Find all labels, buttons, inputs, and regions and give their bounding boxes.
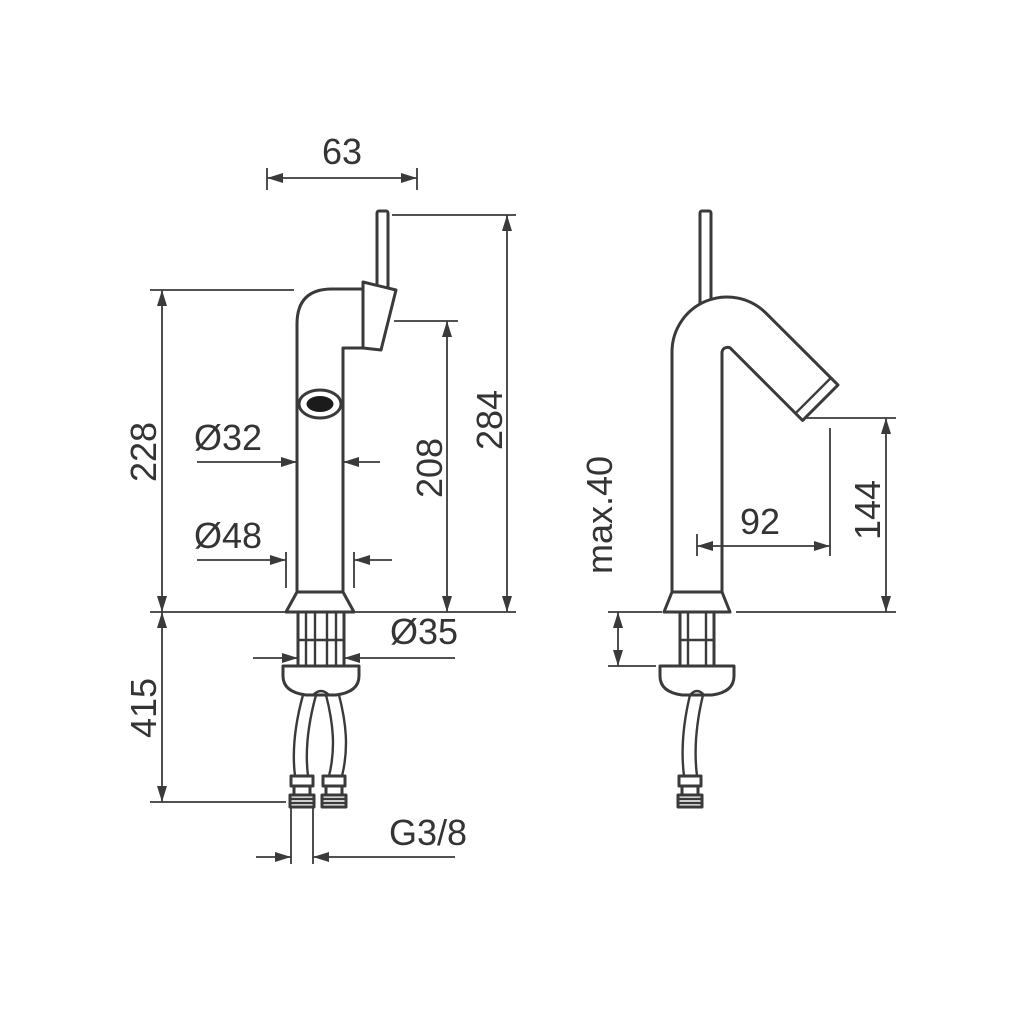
dim-g38-label: G3/8 (389, 812, 467, 853)
dim-415-label: 415 (123, 678, 164, 738)
dim-d32-label: Ø32 (194, 417, 262, 458)
spout-outlet-face (794, 376, 833, 415)
faucet-body-side (670, 295, 840, 594)
dim-228-label: 228 (123, 422, 164, 482)
base-flange-side (662, 590, 732, 614)
hose-connector-right (320, 793, 348, 809)
front-view (281, 209, 398, 809)
dim-d48-label: Ø48 (194, 515, 262, 556)
lever-rod-front (375, 209, 390, 291)
dim-92-label: 92 (740, 501, 780, 542)
dim-144-label: 144 (847, 480, 888, 540)
hose-side-edge (694, 693, 705, 778)
hose-side-edge (681, 693, 692, 778)
washer-notch (311, 689, 331, 697)
side-view (658, 209, 840, 809)
base-flange-front (284, 590, 356, 614)
hose-connector-left (288, 793, 316, 809)
hose-left-edge (292, 693, 305, 778)
front-view-dimensions: 63 228 415 284 208 Ø32 Ø48 Ø35 (123, 131, 516, 864)
horseshoe-washer-front (281, 664, 361, 697)
outlet-oval-inner (306, 396, 334, 412)
lever-rod-side (698, 209, 713, 308)
hose-connector-side (676, 793, 704, 809)
dim-d35-label: Ø35 (390, 611, 458, 652)
side-view-dimensions: max.40 92 144 (579, 417, 896, 667)
dim-284-label: 284 (469, 390, 510, 450)
faucet-body-front (295, 287, 365, 594)
hose-right-edge (337, 693, 348, 778)
hose-right-edge (324, 693, 335, 778)
dim-63-label: 63 (322, 131, 362, 172)
dim-208-label: 208 (409, 438, 450, 498)
dim-max40-label: max.40 (579, 456, 620, 574)
horseshoe-washer-side (658, 664, 736, 697)
hose-left-edge (305, 693, 318, 778)
lever-handle-front (361, 280, 398, 352)
